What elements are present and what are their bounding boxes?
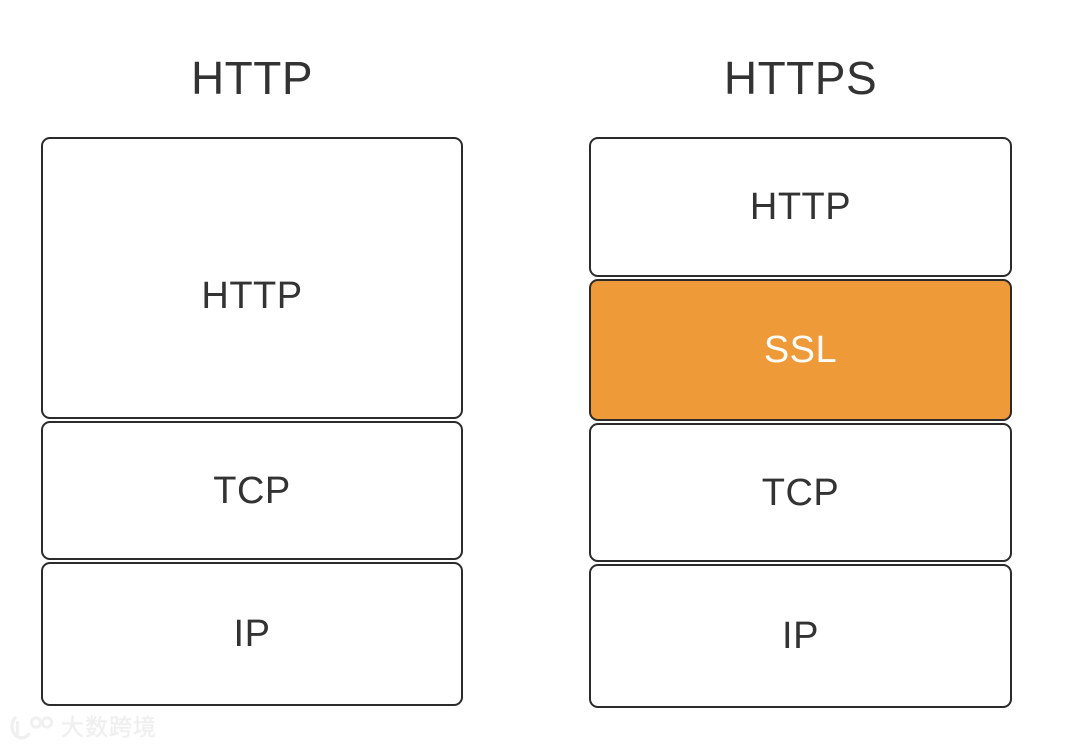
stack-https: HTTP SSL TCP IP [589, 137, 1012, 708]
stack-http: HTTP TCP IP [41, 137, 463, 706]
layer-label: SSL [763, 329, 838, 371]
layer-label: HTTP [201, 275, 303, 317]
layer-box-http-http: HTTP [41, 137, 463, 419]
layer-box-https-ip: IP [589, 564, 1012, 708]
layer-label: IP [233, 613, 271, 655]
layer-label: IP [782, 615, 819, 657]
layer-box-http-tcp: TCP [41, 421, 463, 560]
layer-box-https-ssl: SSL [589, 279, 1012, 421]
layer-label: TCP [761, 471, 840, 514]
watermark: 大数跨境 [10, 713, 157, 743]
logo-icon [10, 716, 54, 740]
column-title-http: HTTP [190, 52, 314, 104]
layer-box-https-http: HTTP [589, 137, 1012, 277]
watermark-text: 大数跨境 [61, 715, 157, 741]
column-title-https: HTTPS [723, 52, 878, 104]
layer-label: HTTP [749, 186, 852, 228]
layer-box-https-tcp: TCP [589, 423, 1012, 562]
layer-label: TCP [213, 469, 291, 512]
layer-box-http-ip: IP [41, 562, 463, 706]
